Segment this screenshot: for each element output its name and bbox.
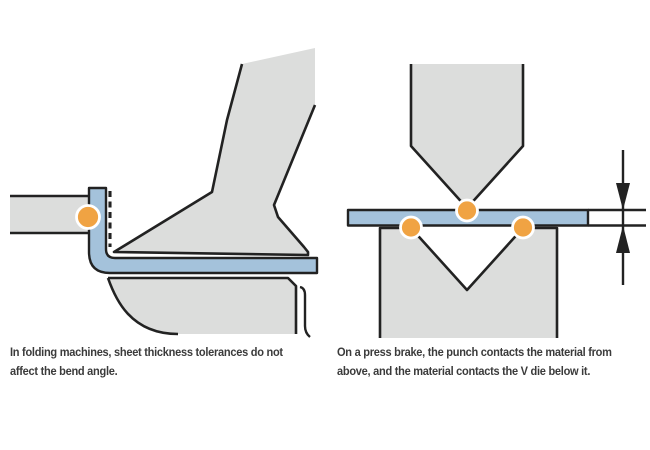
thickness-extension-lines <box>588 208 646 227</box>
lower-beam-left-edge <box>106 277 179 336</box>
press-brake-diagram <box>346 64 646 338</box>
caption-press-brake-line1: On a press brake, the punch contacts the… <box>337 345 612 359</box>
contact-point-marker-die-left <box>399 215 423 240</box>
contact-point-marker-die-right <box>511 215 535 240</box>
caption-folding-line1: In folding machines, sheet thickness tol… <box>10 345 283 359</box>
contact-point-marker-punch <box>455 198 479 223</box>
lower-beam <box>108 278 296 334</box>
v-die <box>380 228 557 338</box>
lower-beam-outline <box>108 276 298 334</box>
folding-tool-bar-outline <box>10 194 90 235</box>
bent-sheet <box>87 186 319 275</box>
folding-tool-bar <box>10 196 90 233</box>
v-die-outline <box>378 226 559 338</box>
punch <box>411 64 523 208</box>
caption-folding-machine: In folding machines, sheet thickness tol… <box>10 343 283 381</box>
upper-clamp-beam-outline <box>112 63 317 257</box>
caption-folding-line2: affect the bend angle. <box>10 364 118 378</box>
lower-beam-step-line <box>299 285 311 338</box>
folding-machine-diagram <box>10 48 319 338</box>
upper-clamp-beam <box>114 48 315 255</box>
thickness-arrow-up-icon <box>616 225 630 253</box>
caption-press-brake-line2: above, and the material contacts the V d… <box>337 364 591 378</box>
contact-point-marker <box>75 204 101 230</box>
caption-press-brake: On a press brake, the punch contacts the… <box>337 343 612 381</box>
thickness-arrow-down-icon <box>616 183 630 210</box>
